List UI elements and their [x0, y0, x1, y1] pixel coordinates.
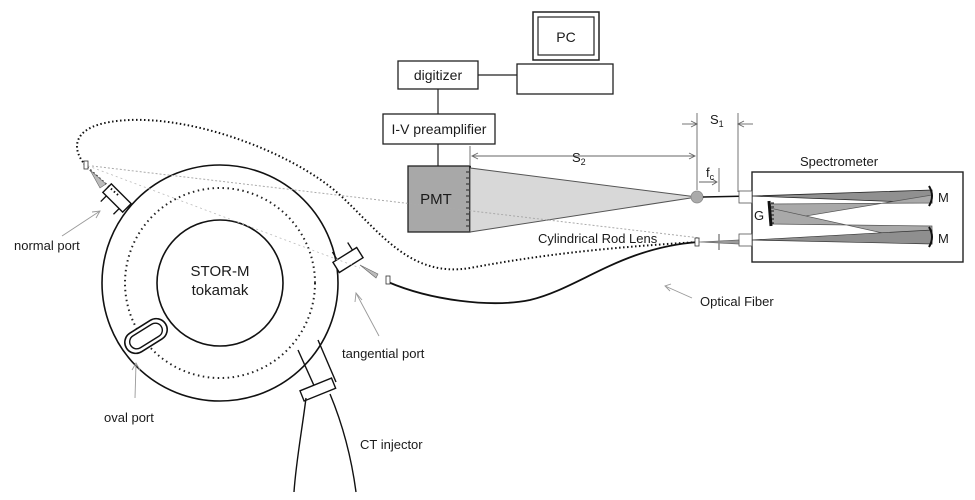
tangential-port-label: tangential port — [342, 346, 425, 361]
pc-label: PC — [556, 29, 575, 45]
grating-label: G — [754, 208, 764, 223]
tangential-port-leader — [355, 292, 380, 337]
oval-port-label: oval port — [104, 410, 154, 425]
s2-dimension — [469, 146, 698, 190]
ct-injector-tube-left — [293, 397, 307, 493]
exit-beam — [751, 229, 933, 245]
tokamak-inner-wall — [156, 219, 284, 347]
entrance-slit — [738, 190, 753, 204]
fc-label: fc — [706, 165, 715, 182]
cylindrical-rod-lens — [690, 190, 704, 204]
s1-label: S1 — [710, 112, 724, 129]
pc-base-unit — [516, 63, 614, 95]
ct-injector-tube-right — [329, 393, 357, 493]
top-mirror — [928, 185, 933, 207]
pmt-box: PMT — [407, 165, 471, 233]
fiber-couplers — [83, 160, 740, 285]
oval-port-leader — [134, 363, 137, 399]
tangential-port-arrowhead — [354, 291, 363, 303]
top-mirror-label: M — [938, 190, 949, 205]
optical-fiber-label: Optical Fiber — [700, 294, 774, 309]
tokamak-label-line1: STOR-M — [191, 263, 250, 280]
pc-monitor: PC — [532, 11, 600, 61]
fc-dimension — [699, 168, 720, 192]
ct-injector-flange — [299, 377, 337, 402]
digitizer-label: digitizer — [414, 67, 463, 83]
grating-teeth — [771, 202, 774, 224]
grating — [767, 200, 773, 227]
tangential-port-fiber — [387, 241, 699, 304]
bottom-mirror — [928, 226, 933, 248]
exit-slit — [738, 233, 753, 247]
spectrometer-title: Spectrometer — [800, 154, 879, 169]
digitizer-box: digitizer — [397, 60, 479, 90]
tangential-sightline — [82, 163, 361, 269]
normal-port — [100, 182, 133, 215]
spectrometer-box: Spectrometer G M M — [738, 154, 964, 263]
optical-fiber-arrowhead — [664, 283, 672, 292]
normal-port-label: normal port — [14, 238, 80, 253]
tokamak-label-line2: tokamak — [192, 282, 249, 299]
oval-port-arrowhead — [131, 362, 141, 371]
plasma-boundary — [124, 187, 316, 379]
oval-port — [124, 317, 168, 355]
preamp-box: I-V preamplifier — [382, 113, 496, 145]
bottom-mirror-label: M — [938, 231, 949, 246]
ct-injector-label: CT injector — [360, 437, 423, 452]
s2-label: S2 — [572, 150, 586, 167]
optical-fiber-leader — [664, 285, 693, 299]
normal-port-arrowhead — [91, 210, 101, 219]
cyl-lens-label: Cylindrical Rod Lens — [538, 231, 658, 246]
tokamak: STOR-M tokamak — [101, 164, 339, 402]
s1-dimension — [682, 113, 753, 192]
preamp-label: I-V preamplifier — [392, 121, 487, 137]
ct-injector — [293, 339, 357, 493]
pmt-light-cone — [469, 167, 698, 233]
pmt-label: PMT — [420, 191, 452, 208]
normal-port-leader — [61, 210, 101, 237]
